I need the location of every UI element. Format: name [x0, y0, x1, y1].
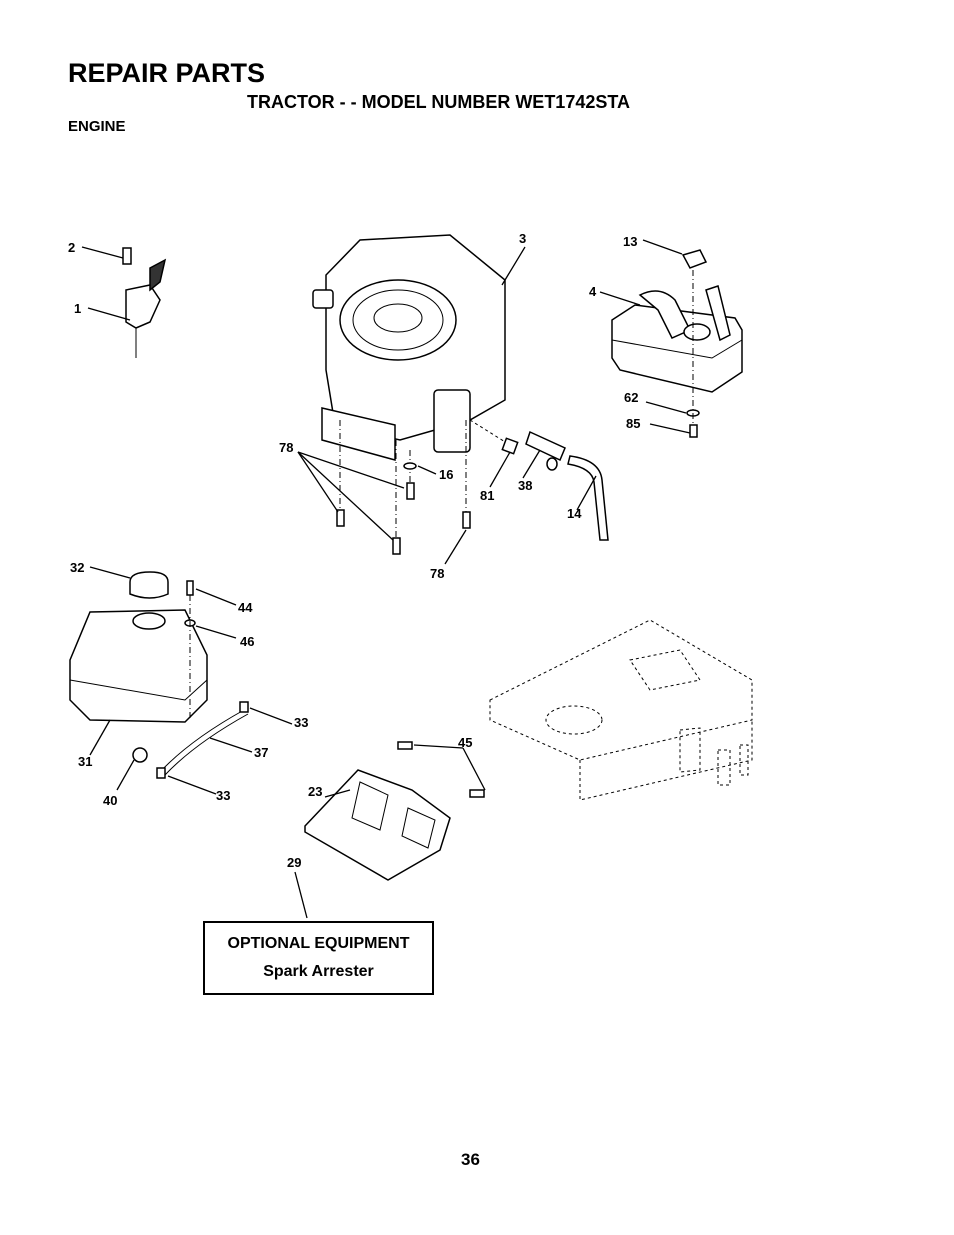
callout-4: 4	[589, 284, 597, 299]
fuel-tank-part	[69, 571, 249, 779]
callout-40: 40	[103, 793, 117, 808]
callout-62: 62	[624, 390, 638, 405]
callout-31: 31	[78, 754, 92, 769]
callout-33-top: 33	[294, 715, 308, 730]
callout-81: 81	[480, 488, 494, 503]
tractor-frame-outline	[489, 619, 753, 801]
callout-45: 45	[458, 735, 472, 750]
spark-arrester-part	[304, 741, 485, 881]
callout-2: 2	[68, 240, 75, 255]
callout-16: 16	[439, 467, 453, 482]
callout-14: 14	[567, 506, 582, 521]
section-label: ENGINE	[68, 118, 126, 135]
optional-equipment-heading: OPTIONAL EQUIPMENT	[227, 935, 410, 952]
engine-bolts-part	[336, 420, 471, 555]
callout-13: 13	[623, 234, 637, 249]
callout-1: 1	[74, 301, 81, 316]
callout-23: 23	[308, 784, 322, 799]
page-title: REPAIR PARTS	[68, 58, 266, 88]
callout-44: 44	[238, 600, 253, 615]
engine-part	[312, 234, 506, 461]
fuel-line-part	[469, 419, 609, 541]
callout-33-bottom: 33	[216, 788, 230, 803]
optional-equipment-box: OPTIONAL EQUIPMENT Spark Arrester	[203, 921, 434, 995]
throttle-control-part	[122, 247, 167, 358]
callout-32: 32	[70, 560, 84, 575]
optional-equipment-item: Spark Arrester	[263, 963, 374, 980]
page-number: 36	[461, 1150, 480, 1169]
callout-78-bottom: 78	[430, 566, 444, 581]
callout-46: 46	[240, 634, 254, 649]
model-subtitle: TRACTOR - - MODEL NUMBER WET1742STA	[247, 92, 631, 112]
muffler-part	[611, 249, 743, 438]
callout-78-top: 78	[279, 440, 293, 455]
callout-38: 38	[518, 478, 532, 493]
callout-37: 37	[254, 745, 268, 760]
callout-29: 29	[287, 855, 301, 870]
callout-85: 85	[626, 416, 640, 431]
callout-3: 3	[519, 231, 526, 246]
